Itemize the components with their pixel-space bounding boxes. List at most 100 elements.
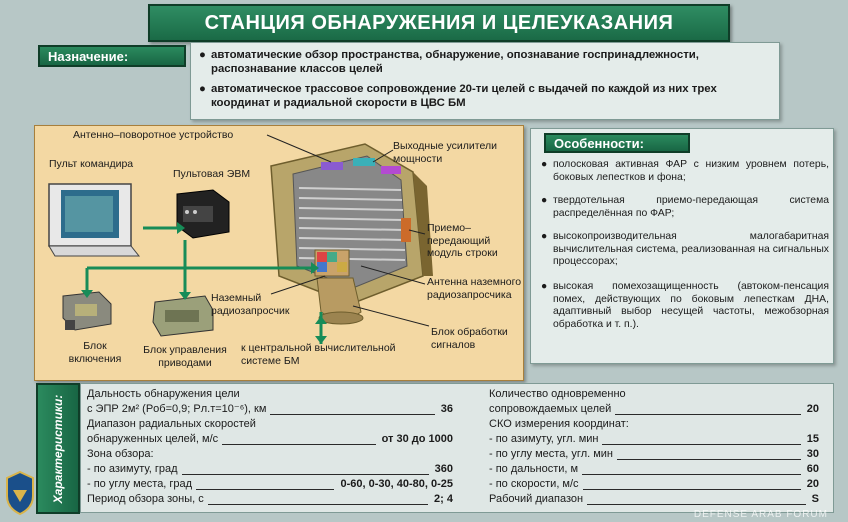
spec-label: Количество одновременно — [489, 388, 626, 400]
bullet-icon: ● — [541, 231, 548, 242]
spec-value: от 30 до 1000 — [381, 433, 453, 445]
spec-leader-line — [270, 414, 435, 415]
spec-label: - по азимуту, град — [87, 463, 178, 475]
spec-label: Период обзора зоны, с — [87, 493, 204, 505]
characteristics-label-text: Характеристики: — [51, 394, 65, 503]
label-antenna-rotator: Антенно–поворотное устройство — [73, 129, 234, 141]
switch-unit-icon — [62, 291, 112, 331]
purpose-label: Назначение: — [38, 45, 186, 67]
spec-row: - по углу места, угл. мин 30 — [489, 448, 819, 461]
spec-row: Дальность обнаружения цели — [87, 388, 453, 401]
spec-leader-line — [602, 444, 801, 445]
label-drive-control: Блок управления приводами — [143, 344, 227, 369]
spec-row: обнаруженных целей, м/с от 30 до 1000 — [87, 433, 453, 446]
spec-value: 36 — [440, 403, 453, 415]
purpose-item: ● автоматическое трассовое сопровождение… — [199, 82, 771, 110]
spec-row: СКО измерения координат: — [489, 418, 819, 431]
drive-control-icon — [152, 295, 214, 337]
page-title-text: СТАНЦИЯ ОБНАРУЖЕНИЯ И ЦЕЛЕУКАЗАНИЯ — [204, 11, 674, 34]
spec-value: 0-60, 0-30, 40-80, 0-25 — [340, 478, 453, 490]
spec-label: СКО измерения координат: — [489, 418, 629, 430]
spec-leader-line — [615, 414, 801, 415]
bullet-icon: ● — [541, 159, 548, 170]
bullet-icon: ● — [541, 281, 548, 292]
spec-row: - по скорости, м/с 20 — [489, 478, 819, 491]
spec-label: Дальность обнаружения цели — [87, 388, 240, 400]
feature-text: полосковая активная ФАР с низким уровнем… — [553, 159, 829, 183]
monitor-icon — [48, 183, 141, 257]
spec-value: 60 — [806, 463, 819, 475]
label-console-computer: Пультовая ЭВМ — [173, 168, 251, 180]
purpose-text: автоматическое трассовое сопровождение 2… — [211, 83, 717, 109]
page-title: СТАНЦИЯ ОБНАРУЖЕНИЯ И ЦЕЛЕУКАЗАНИЯ — [148, 4, 730, 42]
characteristics-label: Характеристики: — [36, 383, 80, 514]
spec-row: - по азимуту, град 360 — [87, 463, 453, 476]
spec-row: Рабочий диапазон S — [489, 493, 819, 506]
features-label-text: Особенности: — [554, 135, 644, 151]
spec-value: 15 — [806, 433, 819, 445]
label-switch-unit: Блок включения — [68, 340, 122, 365]
spec-row: Количество одновременно — [489, 388, 819, 401]
spec-row: Период обзора зоны, с 2; 4 — [87, 493, 453, 506]
feature-item: ● высокопроизводительная малогабаритная … — [541, 231, 829, 269]
label-to-central: к центральной вычислительной системе БМ — [241, 342, 396, 367]
bullet-icon: ● — [199, 83, 206, 95]
spec-leader-line — [181, 474, 429, 475]
forum-logo-icon — [6, 470, 34, 516]
spec-leader-line — [582, 474, 801, 475]
spec-value: S — [811, 493, 819, 505]
feature-text: твердотельная приемо-передающая система … — [553, 195, 829, 219]
spec-leader-line — [617, 459, 801, 460]
spec-row: - по дальности, м 60 — [489, 463, 819, 476]
spec-label: - по дальности, м — [489, 463, 579, 475]
spec-label: Рабочий диапазон — [489, 493, 584, 505]
radar-antenna-icon — [270, 143, 433, 325]
diagram-panel: Антенно–поворотное устройство Выходные у… — [34, 125, 524, 381]
feature-text: высокопроизводительная малогабаритная вы… — [553, 231, 829, 268]
spec-row: - по углу места, град 0-60, 0-30, 40-80, … — [87, 478, 453, 491]
feature-item: ● высокая помехозащищенность (автоком-пе… — [541, 281, 829, 331]
spec-value: 30 — [806, 448, 819, 460]
label-commander-console: Пульт командира — [49, 158, 134, 170]
feature-item: ● твердотельная приемо-передающая систем… — [541, 195, 829, 220]
bullet-icon: ● — [199, 49, 206, 61]
label-signal-processing: Блок обработки сигналов — [431, 326, 508, 351]
feature-item: ● полосковая активная ФАР с низким уровн… — [541, 159, 829, 184]
purpose-box: ● автоматические обзор пространства, обн… — [190, 42, 780, 120]
computer-unit-icon — [176, 189, 230, 239]
features-box: ● полосковая активная ФАР с низким уровн… — [530, 128, 834, 364]
spec-value: 360 — [434, 463, 453, 475]
spec-label: сопровождаемых целей — [489, 403, 612, 415]
spec-leader-line — [582, 489, 801, 490]
purpose-label-text: Назначение: — [48, 48, 129, 64]
spec-row: Диапазон радиальных скоростей — [87, 418, 453, 431]
spec-row: с ЭПР 2м² (Pоб=0,9; Pл.т=10⁻⁶), км 36 — [87, 403, 453, 416]
spec-label: - по углу места, град — [87, 478, 193, 490]
spec-row: сопровождаемых целей 20 — [489, 403, 819, 416]
spec-label: - по углу места, угл. мин — [489, 448, 614, 460]
watermark: DEFENSE ARAB FORUM — [693, 509, 828, 520]
spec-label: - по скорости, м/с — [489, 478, 579, 490]
spec-value: 2; 4 — [434, 493, 453, 505]
spec-leader-line — [207, 504, 429, 505]
spec-leader-line — [222, 444, 376, 445]
label-ground-antenna: Антенна наземного радиозапросчика — [427, 276, 522, 301]
purpose-text: автоматические обзор пространства, обнар… — [211, 49, 699, 75]
spec-row: Зона обзора: — [87, 448, 453, 461]
features-label: Особенности: — [544, 133, 690, 153]
purpose-item: ● автоматические обзор пространства, обн… — [199, 48, 771, 76]
bullet-icon: ● — [541, 195, 548, 206]
spec-leader-line — [587, 504, 806, 505]
spec-label: обнаруженных целей, м/с — [87, 433, 219, 445]
characteristics-box: Дальность обнаружения цели с ЭПР 2м² (Pоб… — [80, 383, 834, 513]
spec-label: - по азимуту, угл. мин — [489, 433, 599, 445]
spec-label: Зона обзора: — [87, 448, 154, 460]
spec-row: - по азимуту, угл. мин 15 — [489, 433, 819, 446]
spec-value: 20 — [806, 403, 819, 415]
spec-label: Диапазон радиальных скоростей — [87, 418, 256, 430]
spec-label: с ЭПР 2м² (Pоб=0,9; Pл.т=10⁻⁶), км — [87, 403, 267, 415]
label-output-amps: Выходные усилители мощности — [393, 140, 497, 165]
equipment-illustration — [48, 134, 433, 344]
spec-leader-line — [196, 489, 335, 490]
spec-value: 20 — [806, 478, 819, 490]
